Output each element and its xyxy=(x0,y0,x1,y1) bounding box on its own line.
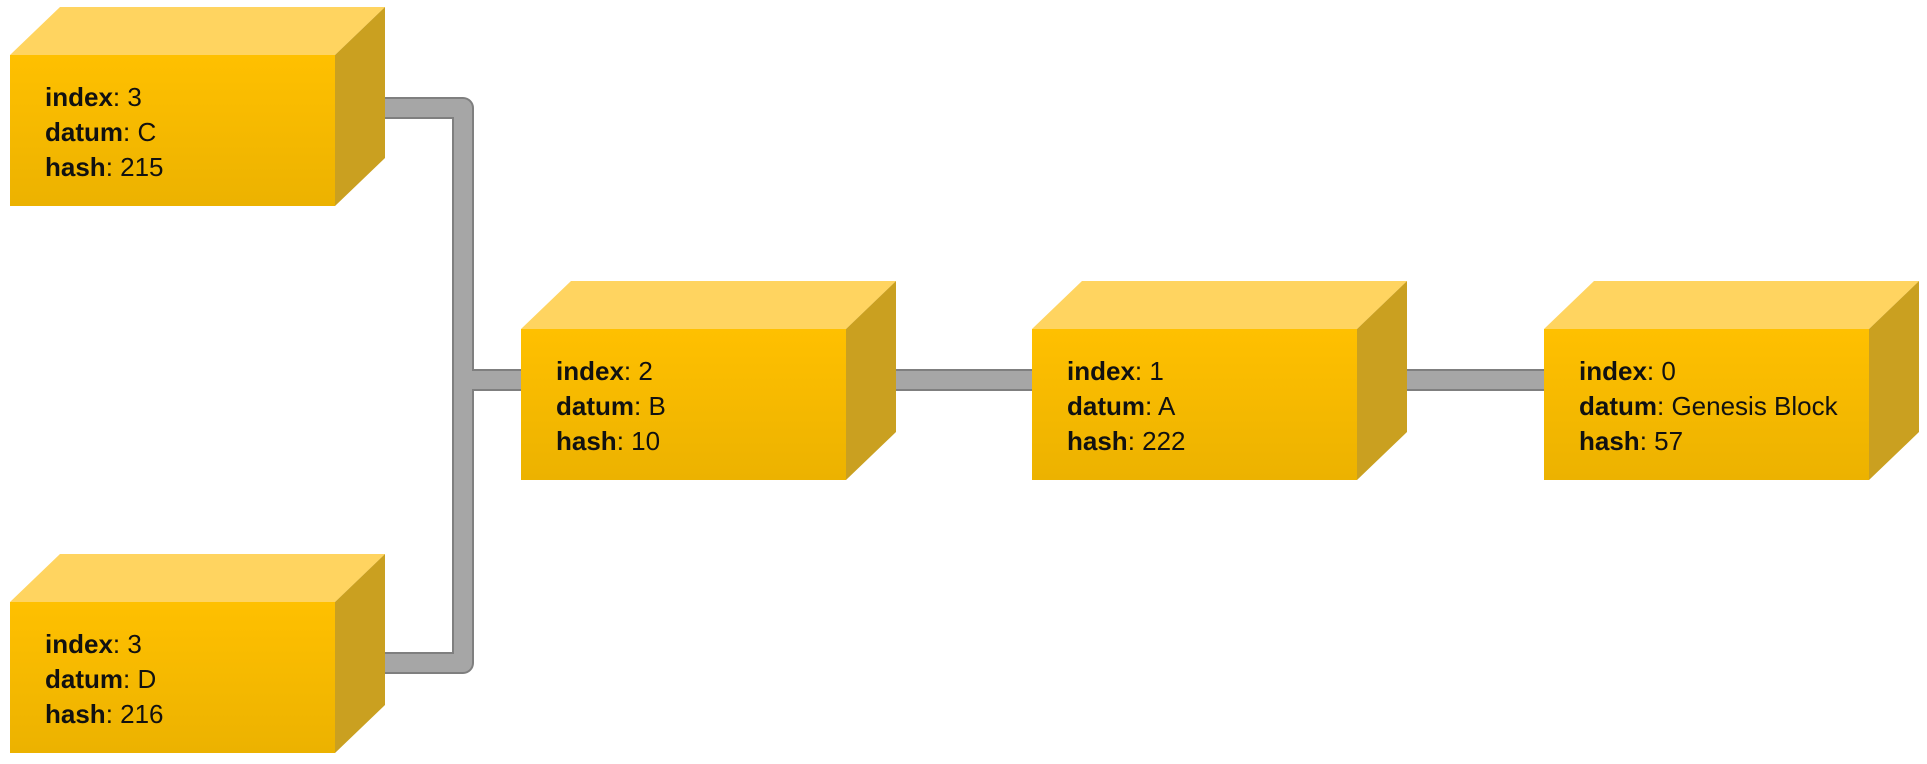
block-top-face xyxy=(1544,281,1919,329)
block-field-hash: hash: 10 xyxy=(556,426,660,456)
field-value: D xyxy=(137,664,156,694)
field-separator: : xyxy=(1640,426,1654,456)
field-key: index xyxy=(1579,356,1647,386)
field-value: 1 xyxy=(1149,356,1163,386)
field-value: 215 xyxy=(120,152,163,182)
block-front-face xyxy=(1032,329,1357,480)
field-separator: : xyxy=(123,664,137,694)
block-top-face xyxy=(10,554,385,602)
block-top-face xyxy=(1032,281,1407,329)
block-genesis: index: 0 datum: Genesis Block hash: 57 xyxy=(1544,281,1919,480)
field-value: C xyxy=(137,117,156,147)
field-key: hash xyxy=(45,699,106,729)
block-field-index: index: 3 xyxy=(45,82,142,112)
block-top-face xyxy=(521,281,896,329)
field-separator: : xyxy=(634,391,648,421)
field-value: Genesis Block xyxy=(1671,391,1838,421)
field-key: index xyxy=(1067,356,1135,386)
field-value: B xyxy=(648,391,665,421)
field-value: 216 xyxy=(120,699,163,729)
block-field-index: index: 1 xyxy=(1067,356,1164,386)
block-c: index: 3 datum: C hash: 215 xyxy=(10,7,385,206)
block-field-index: index: 3 xyxy=(45,629,142,659)
block-field-index: index: 0 xyxy=(1579,356,1676,386)
field-key: hash xyxy=(556,426,617,456)
block-front-face xyxy=(10,602,335,753)
connector-c-to-b xyxy=(361,97,536,391)
block-field-datum: datum: D xyxy=(45,664,156,694)
field-separator: : xyxy=(617,426,631,456)
block-field-datum: datum: B xyxy=(556,391,666,421)
field-key: datum xyxy=(1067,391,1145,421)
field-separator: : xyxy=(1647,356,1661,386)
block-side-face xyxy=(335,554,385,753)
block-b: index: 2 datum: B hash: 10 xyxy=(521,281,896,480)
field-value: 222 xyxy=(1142,426,1185,456)
field-value: 10 xyxy=(631,426,660,456)
field-key: hash xyxy=(1067,426,1128,456)
block-side-face xyxy=(335,7,385,206)
block-d: index: 3 datum: D hash: 216 xyxy=(10,554,385,753)
field-separator: : xyxy=(1128,426,1142,456)
field-value: A xyxy=(1158,391,1176,421)
field-separator: : xyxy=(113,629,127,659)
field-key: index xyxy=(45,629,113,659)
block-field-hash: hash: 216 xyxy=(45,699,164,729)
block-front-face xyxy=(1544,329,1869,480)
field-separator: : xyxy=(1657,391,1671,421)
field-key: index xyxy=(556,356,624,386)
block-side-face xyxy=(1869,281,1919,480)
field-key: index xyxy=(45,82,113,112)
field-separator: : xyxy=(1135,356,1149,386)
field-key: datum xyxy=(45,664,123,694)
block-field-hash: hash: 57 xyxy=(1579,426,1683,456)
connector-group xyxy=(361,97,1563,674)
block-field-datum: datum: A xyxy=(1067,391,1176,421)
field-key: datum xyxy=(45,117,123,147)
field-value: 3 xyxy=(127,82,141,112)
field-value: 2 xyxy=(638,356,652,386)
field-key: datum xyxy=(1579,391,1657,421)
field-key: datum xyxy=(556,391,634,421)
field-separator: : xyxy=(106,152,120,182)
field-separator: : xyxy=(624,356,638,386)
field-separator: : xyxy=(1145,391,1158,421)
block-front-face xyxy=(10,55,335,206)
block-side-face xyxy=(846,281,896,480)
field-value: 0 xyxy=(1661,356,1675,386)
block-top-face xyxy=(10,7,385,55)
field-separator: : xyxy=(123,117,137,147)
field-separator: : xyxy=(113,82,127,112)
block-a: index: 1 datum: A hash: 222 xyxy=(1032,281,1407,480)
block-field-hash: hash: 215 xyxy=(45,152,164,182)
block-field-datum: datum: Genesis Block xyxy=(1579,391,1839,421)
connector-d-to-b xyxy=(361,369,474,674)
field-key: hash xyxy=(1579,426,1640,456)
field-key: hash xyxy=(45,152,106,182)
field-value: 57 xyxy=(1654,426,1683,456)
block-side-face xyxy=(1357,281,1407,480)
field-value: 3 xyxy=(127,629,141,659)
block-field-hash: hash: 222 xyxy=(1067,426,1186,456)
block-field-index: index: 2 xyxy=(556,356,653,386)
block-field-datum: datum: C xyxy=(45,117,156,147)
field-separator: : xyxy=(106,699,120,729)
block-front-face xyxy=(521,329,846,480)
